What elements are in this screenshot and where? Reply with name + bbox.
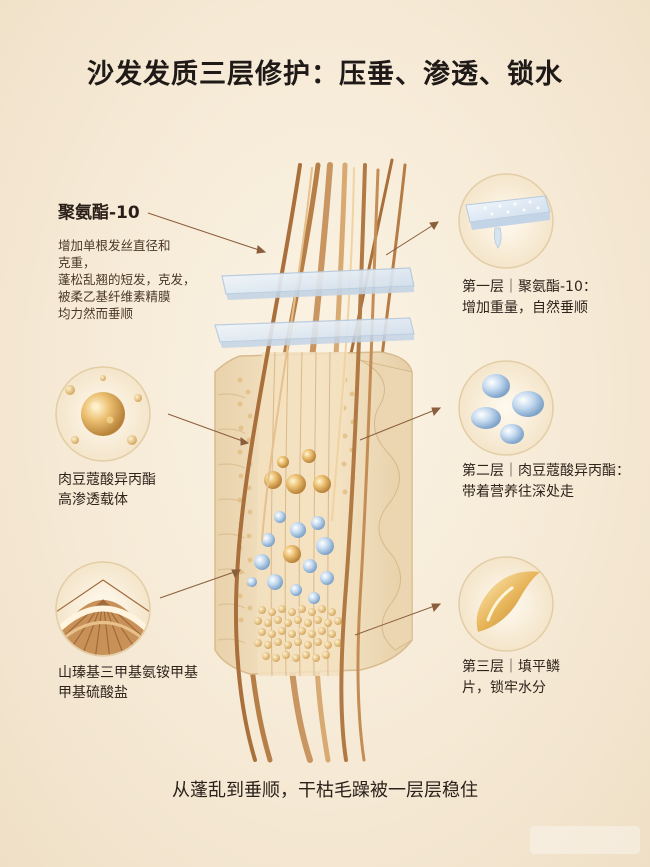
label-layer-1: 第一层｜聚氨酯-10： 增加重量，自然垂顺 (462, 277, 642, 319)
layer-1-title: 第一层｜聚氨酯-10： (462, 279, 597, 295)
bottom-caption: 从蓬乱到垂顺，干枯毛躁被一层层稳住 (172, 780, 478, 801)
label-behentrimonium: 山瑧基三甲基氨铵甲基 甲基硫酸盐 (58, 663, 233, 703)
golden-sphere-icon (55, 366, 151, 462)
watermark (530, 826, 640, 854)
layer-1-desc: 增加重量，自然垂顺 (462, 300, 588, 316)
hair-cross-section-block (214, 351, 413, 677)
label-polyquaternium: 聚氨酯-10 增加单根发丝直径和 克重， 蓬松乱翘的短发，克发， 被柔乙基纤维素… (58, 203, 233, 322)
polyquaternium-desc-line: 克重， (58, 255, 96, 270)
film-layer-1 (221, 267, 415, 300)
layer-2-title: 第二层｜肉豆蔻酸异丙酯： (462, 463, 630, 479)
moisture-beads-blue (247, 511, 334, 604)
label-layer-2: 第二层｜肉豆蔻酸异丙酯： 带着营养往深处走 (462, 461, 647, 503)
polyquaternium-desc-line: 蓬松乱翘的短发，克发， (58, 272, 196, 287)
layer-3-title: 第三层｜填平鳞 (462, 659, 560, 675)
label-isopropyl-myristate: 肉豆蔻酸异丙酯 高渗透载体 (58, 470, 228, 510)
behentrimonium-line: 山瑧基三甲基氨铵甲基 (58, 665, 198, 681)
ipm-line: 高渗透载体 (58, 492, 128, 508)
sealing-granules (254, 605, 342, 662)
layer-3-desc: 片，锁牢水分 (462, 680, 546, 696)
polyquaternium-name: 聚氨酯-10 (58, 203, 140, 223)
blue-droplets-icon (458, 360, 554, 456)
ipm-line: 肉豆蔻酸异丙酯 (58, 472, 156, 488)
label-layer-3: 第三层｜填平鳞 片，锁牢水分 (462, 657, 642, 699)
behentrimonium-line: 甲基硫酸盐 (58, 685, 128, 701)
film-drop-icon (458, 173, 554, 269)
polyquaternium-desc-line: 被柔乙基纤维素精膜 (58, 289, 171, 304)
film-layer-2 (214, 317, 415, 348)
polyquaternium-desc-line: 均力然而垂顺 (58, 306, 134, 321)
polyquaternium-desc-line: 增加单根发丝直径和 (58, 238, 171, 253)
page-title: 沙发发质三层修护：压垂、渗透、锁水 (87, 59, 563, 90)
golden-serum-icon (458, 556, 554, 652)
leader-lines (147, 212, 442, 636)
polyquaternium-desc: 增加单根发丝直径和 克重， 蓬松乱翘的短发，克发， 被柔乙基纤维素精膜 均力然而… (58, 237, 233, 322)
layer-2-desc: 带着营养往深处走 (462, 484, 574, 500)
cuticle-fan-icon (55, 561, 151, 657)
